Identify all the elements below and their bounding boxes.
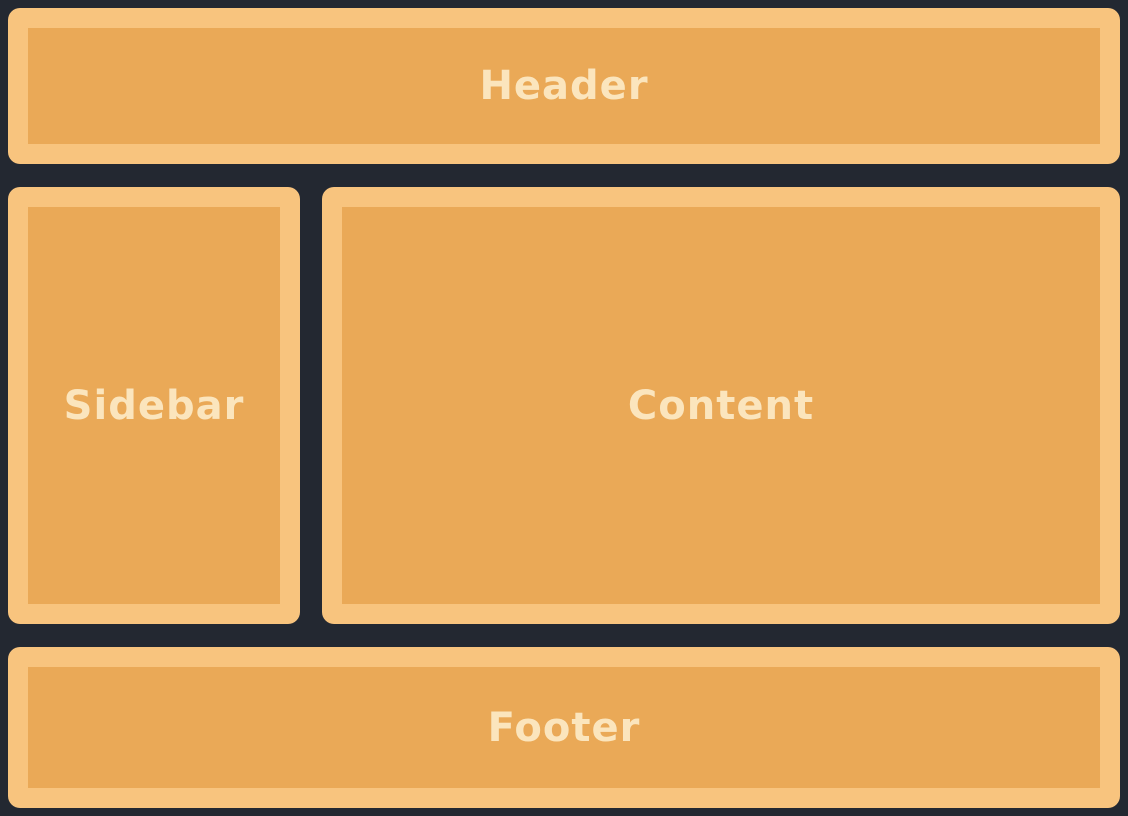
sidebar-panel-label: Sidebar [63, 382, 245, 429]
content-panel: Content [322, 187, 1120, 624]
footer-panel: Footer [8, 647, 1120, 808]
sidebar-panel: Sidebar [8, 187, 300, 624]
grid-layout-page: Header Sidebar Content Footer [8, 8, 1120, 808]
footer-panel-label: Footer [487, 704, 641, 751]
content-panel-label: Content [627, 382, 815, 429]
header-panel-label: Header [479, 63, 649, 109]
header-panel: Header [8, 8, 1120, 164]
